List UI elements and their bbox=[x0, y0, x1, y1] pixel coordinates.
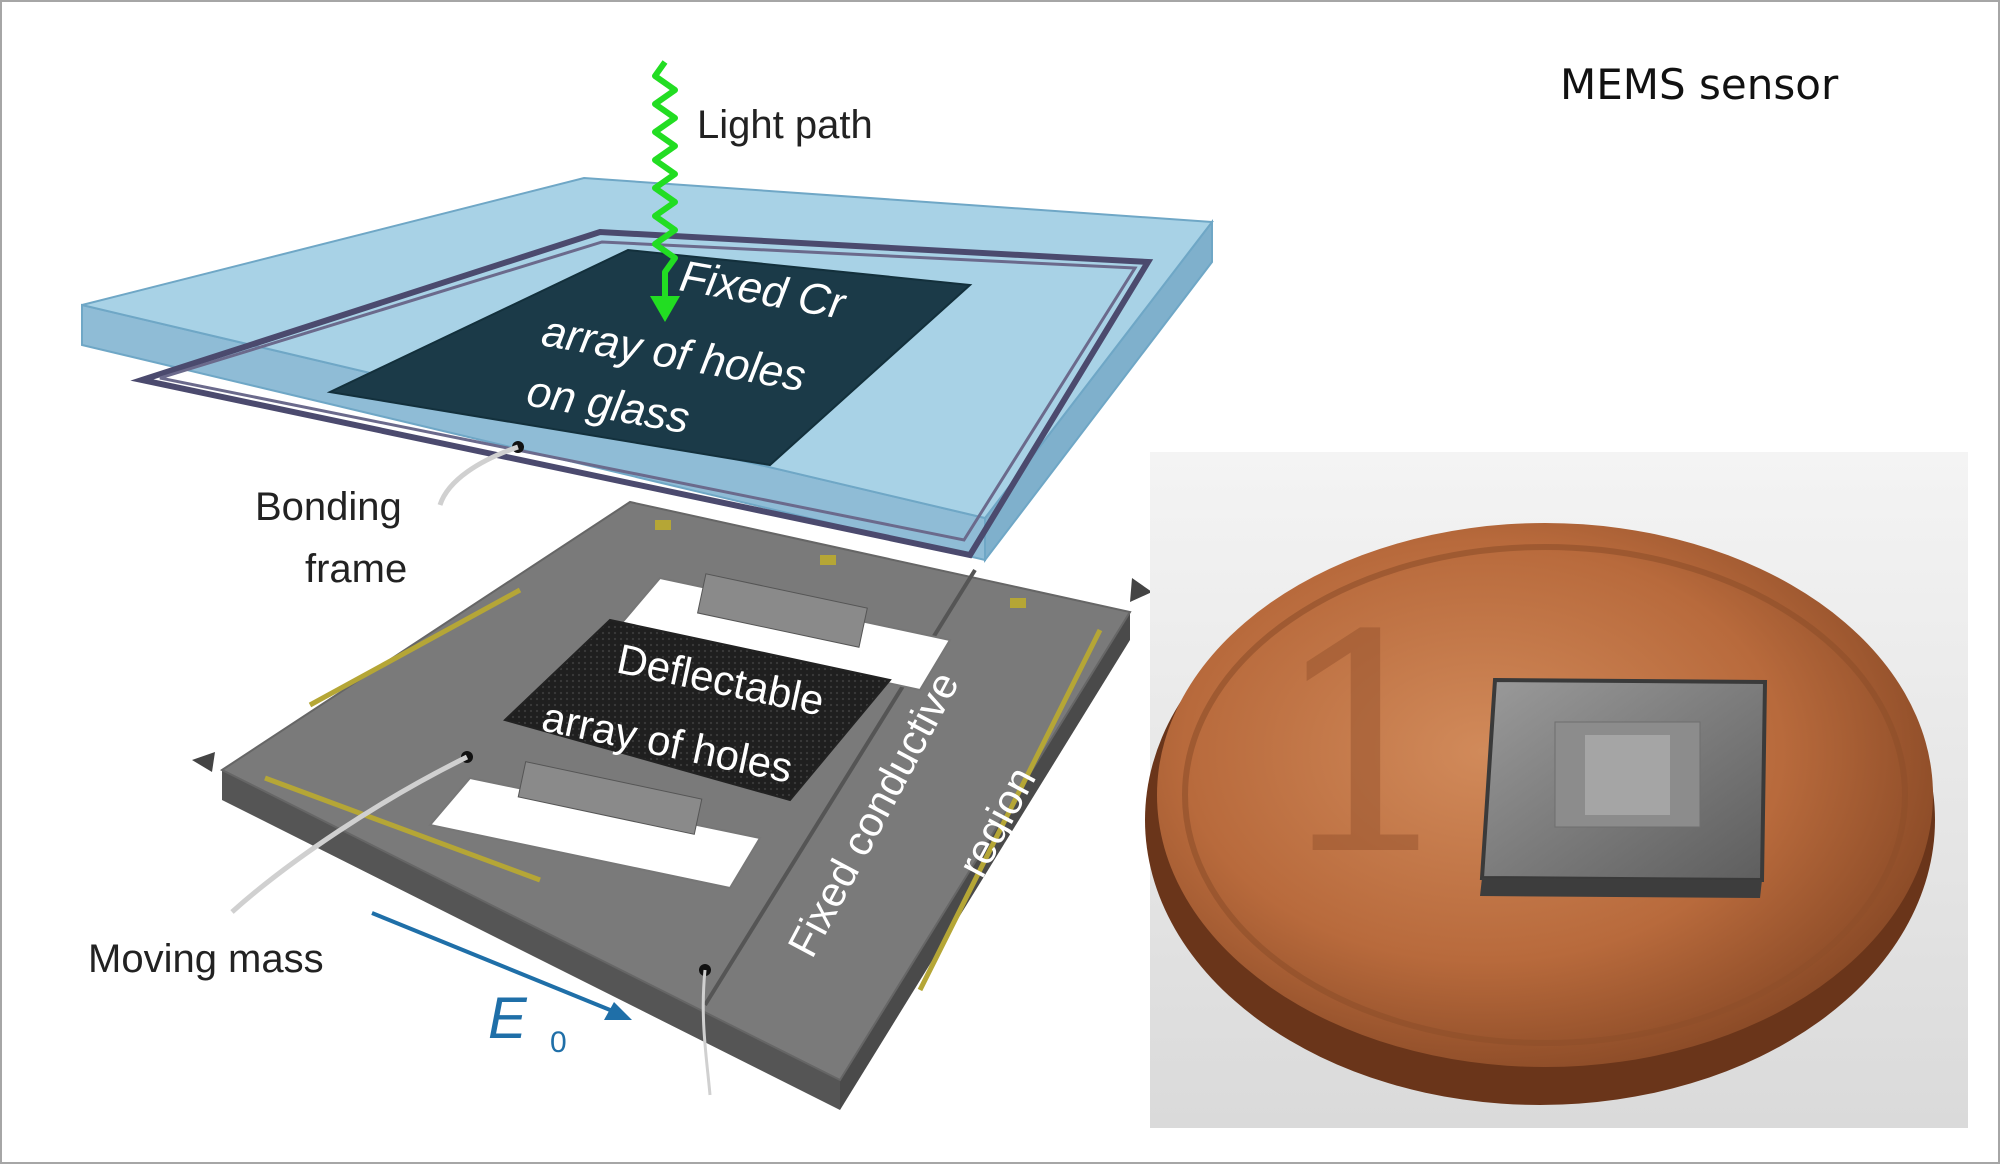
bonding-frame bbox=[130, 228, 1154, 559]
marker-triangle bbox=[1130, 578, 1152, 602]
field-arrow-line bbox=[371, 911, 616, 1014]
glass-plate: Fixed Cr array of holes on glass bbox=[81, 176, 1214, 563]
field-symbol: E bbox=[488, 986, 528, 1051]
bonding-frame-label-line2: frame bbox=[305, 547, 407, 591]
light-path-arrowhead bbox=[650, 296, 680, 322]
light-path: Light path bbox=[650, 60, 873, 322]
sensor-photo: 1 bbox=[1145, 452, 1968, 1128]
bond-pad bbox=[655, 520, 671, 530]
electrode-strip bbox=[917, 628, 1103, 992]
field-subscript: 0 bbox=[550, 1026, 567, 1059]
bonding-frame-label-line1: Bonding bbox=[255, 485, 402, 529]
light-path-label: Light path bbox=[697, 103, 873, 147]
figure-title: MEMS sensor bbox=[1560, 60, 1839, 109]
moving-mass-label: Moving mass bbox=[88, 937, 324, 981]
field-arrow-head bbox=[604, 1002, 632, 1020]
spring-beam bbox=[696, 573, 868, 648]
chip-on-coin-side bbox=[1480, 878, 1762, 898]
electrode-strip bbox=[308, 587, 522, 708]
bond-pad bbox=[820, 555, 836, 565]
bond-pad bbox=[1010, 598, 1026, 608]
spring-beam bbox=[517, 761, 703, 835]
bonding-frame-leader bbox=[437, 444, 519, 506]
moving-mass-leader bbox=[230, 754, 469, 914]
fixed-region-leader bbox=[701, 969, 712, 1096]
electrode-strip bbox=[264, 775, 541, 883]
coin-numeral: 1 bbox=[1270, 572, 1461, 921]
chip-on-coin-center bbox=[1585, 735, 1670, 815]
leaders: Bonding frame Moving mass bbox=[88, 441, 712, 1096]
fixed-cr-hole-array bbox=[326, 248, 973, 467]
mems-chip: Deflectable array of holes Fixed conduct… bbox=[192, 500, 1152, 1110]
coin-rim bbox=[1182, 544, 1908, 1046]
chip-side-left bbox=[222, 770, 840, 1110]
marker-triangle bbox=[192, 752, 215, 772]
light-path-wave bbox=[652, 60, 678, 300]
bonding-frame-inner bbox=[159, 240, 1138, 542]
field-arrow: E 0 bbox=[371, 911, 632, 1059]
deflectable-hole-array bbox=[503, 618, 892, 802]
